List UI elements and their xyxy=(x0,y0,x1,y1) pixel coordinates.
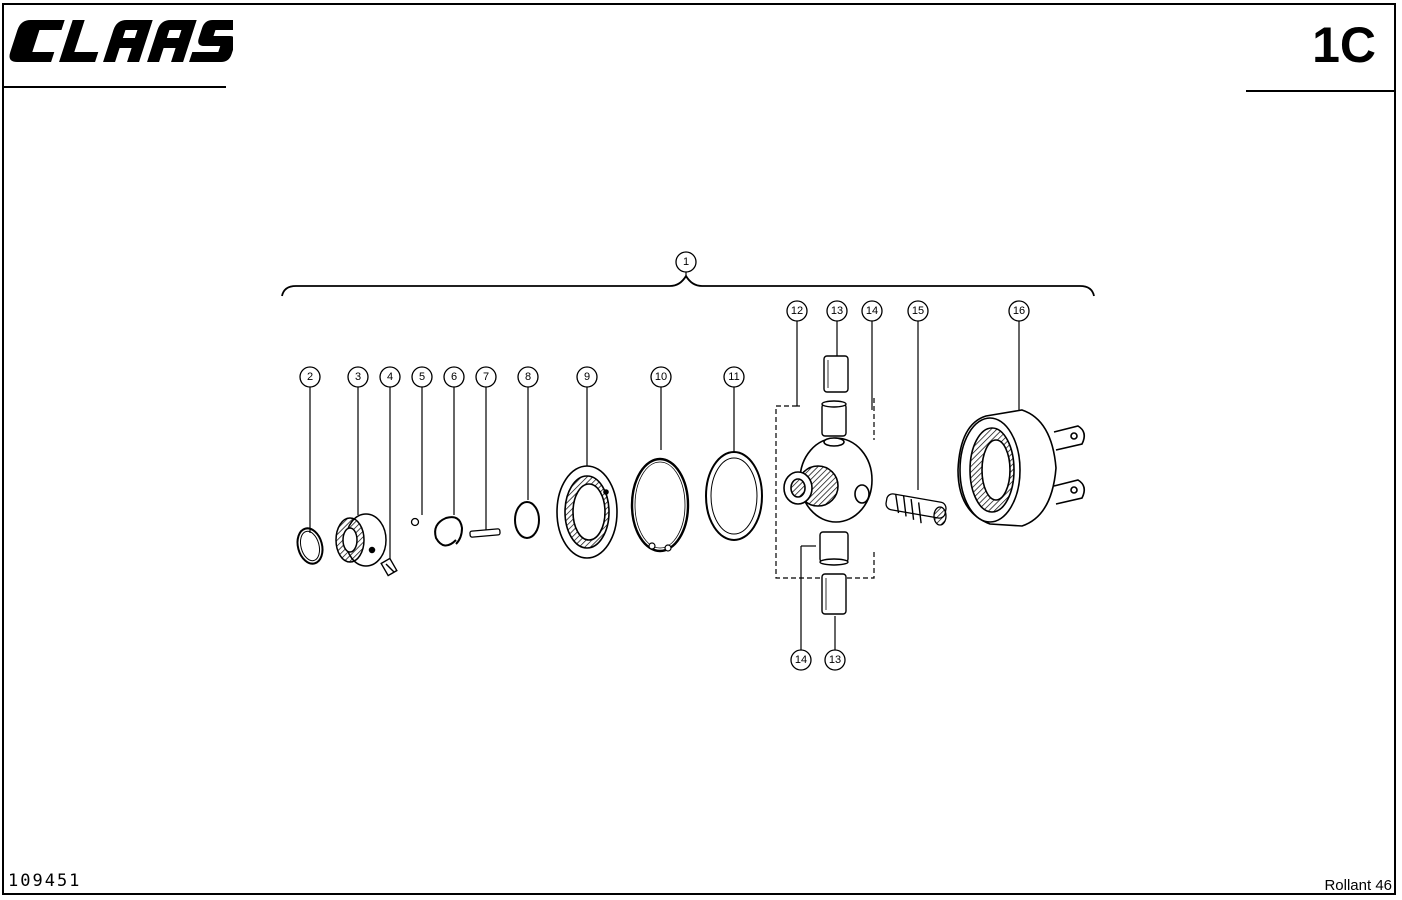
callout-circles xyxy=(299,251,1030,671)
part-collar xyxy=(335,513,387,567)
callout-12: 12 xyxy=(791,305,803,317)
callout-11: 11 xyxy=(728,371,739,383)
callout-2: 2 xyxy=(307,371,313,383)
callout-13-bottom: 13 xyxy=(829,654,841,666)
callout-15: 15 xyxy=(912,305,924,317)
callout-16: 16 xyxy=(1013,305,1025,317)
model-name: Rollant 46 xyxy=(1324,877,1392,894)
part-o-ring xyxy=(514,501,540,539)
leader-lines xyxy=(309,272,1020,650)
page-code: 1C xyxy=(1312,17,1376,73)
part-circlip xyxy=(434,516,464,547)
part-bearing-cups xyxy=(819,355,849,615)
claas-logo xyxy=(9,20,233,62)
callout-14-bottom: 14 xyxy=(795,654,807,666)
drawing-number: 109451 xyxy=(8,871,82,891)
callout-9: 9 xyxy=(584,371,590,383)
header-rule-left xyxy=(2,86,226,88)
part-ball xyxy=(410,517,420,527)
assembly-box xyxy=(775,398,875,579)
callout-labels: 1 2 3 4 5 6 7 8 9 10 11 12 13 13 14 14 1… xyxy=(307,256,1025,666)
callout-1: 1 xyxy=(683,256,689,268)
part-cross-hub xyxy=(783,437,873,523)
callout-6: 6 xyxy=(451,371,457,383)
callout-5: 5 xyxy=(419,371,425,383)
callout-10: 10 xyxy=(655,371,667,383)
part-snap-ring xyxy=(296,527,324,565)
part-washer-ring xyxy=(705,451,763,541)
part-screw xyxy=(380,557,398,577)
part-spring-pin xyxy=(885,493,947,526)
part-pin xyxy=(469,528,501,538)
page-frame xyxy=(2,3,1396,895)
callout-7: 7 xyxy=(483,371,489,383)
part-retaining-ring xyxy=(630,457,690,553)
part-yoke xyxy=(957,409,1086,527)
header-rule-right xyxy=(1246,90,1396,92)
callout-8: 8 xyxy=(525,371,531,383)
callout-4: 4 xyxy=(387,371,393,383)
callout-3: 3 xyxy=(355,371,361,383)
callout-13-top: 13 xyxy=(831,305,843,317)
part-seal xyxy=(556,465,618,559)
callout-14-top: 14 xyxy=(866,305,878,317)
assembly-brace xyxy=(281,274,1095,297)
